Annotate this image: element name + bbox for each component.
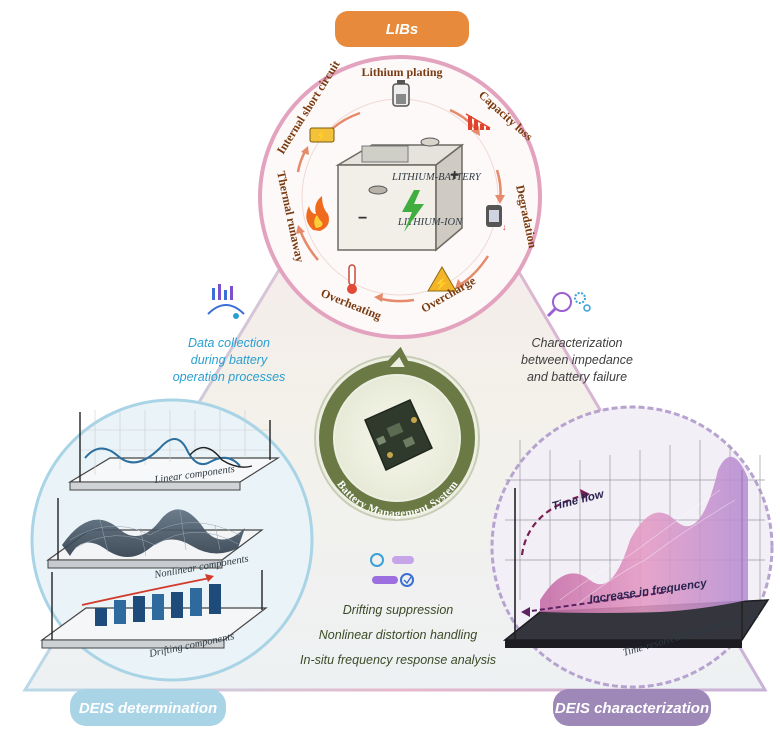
deis-determination-label: DEIS determination (79, 700, 217, 717)
characterization-line-3: and battery failure (527, 370, 627, 384)
ring-label-lithium-plating: Lithium plating (361, 65, 442, 79)
characterization-line-2: between impedance (521, 353, 633, 367)
svg-text:⚡: ⚡ (434, 276, 450, 292)
svg-text:↓: ↓ (502, 222, 507, 232)
degradation-icon: ↓ (486, 205, 507, 232)
failure-ring: LITHIUM-BATTERY LITHIUM-ION − + ↓ ⚡ (258, 55, 542, 339)
nonlinear-plate: Nonlinear components (46, 498, 264, 581)
characterization-note: Characterization between impedance and b… (521, 292, 633, 384)
drift-bars (95, 584, 221, 626)
short-circuit-icon: ⚡ (309, 127, 335, 143)
thermometer-icon (347, 264, 357, 294)
libs-pill: LIBs (335, 11, 469, 47)
battery-plating-icon (392, 80, 410, 107)
bms-circle: Battery Management System (314, 346, 480, 521)
processing-line-2: Nonlinear distortion handling (319, 628, 477, 642)
processing-line-1: Drifting suppression (343, 603, 454, 617)
svg-text:+: + (450, 167, 459, 184)
data-collection-line-3: operation processes (173, 370, 286, 384)
capacity-chart-icon (465, 113, 491, 130)
deis-characterization-pill: DEIS characterization (553, 689, 711, 726)
drifting-plate: Drifting components (40, 570, 268, 660)
impedance-surface (540, 456, 748, 613)
lightning-icon (402, 190, 424, 232)
deis-determination-pill: DEIS determination (70, 689, 226, 726)
battery-label-2: LITHIUM-ION (397, 217, 463, 228)
libs-label: LIBs (386, 21, 419, 38)
magnifier-gear-icon (546, 292, 591, 318)
data-collection-line-2: during battery (191, 353, 268, 367)
processing-block: Drifting suppression Nonlinear distortio… (300, 553, 496, 667)
svg-text:−: − (358, 210, 367, 227)
data-collection-note: Data collection during battery operation… (173, 284, 286, 384)
fire-icon (306, 196, 329, 231)
right-panel: Time flow Increase in frequency Time-res… (490, 405, 774, 689)
data-collection-line-1: Data collection (188, 336, 270, 350)
workflow-icon (370, 553, 414, 587)
characterization-line-1: Characterization (531, 336, 622, 350)
battery-illustration: LITHIUM-BATTERY LITHIUM-ION − + (335, 137, 482, 252)
linear-plate: Linear components (67, 410, 281, 491)
left-panel: Linear components Nonlinear components (30, 398, 314, 682)
svg-text:⚡: ⚡ (316, 129, 328, 142)
battery-label: LITHIUM-BATTERY (391, 172, 482, 183)
gauge-icon (207, 284, 245, 319)
warning-icon: ⚡ (427, 266, 457, 292)
processing-line-3: In-situ frequency response analysis (300, 653, 496, 667)
bms-board-icon (364, 399, 433, 472)
deis-characterization-label: DEIS characterization (555, 700, 709, 717)
